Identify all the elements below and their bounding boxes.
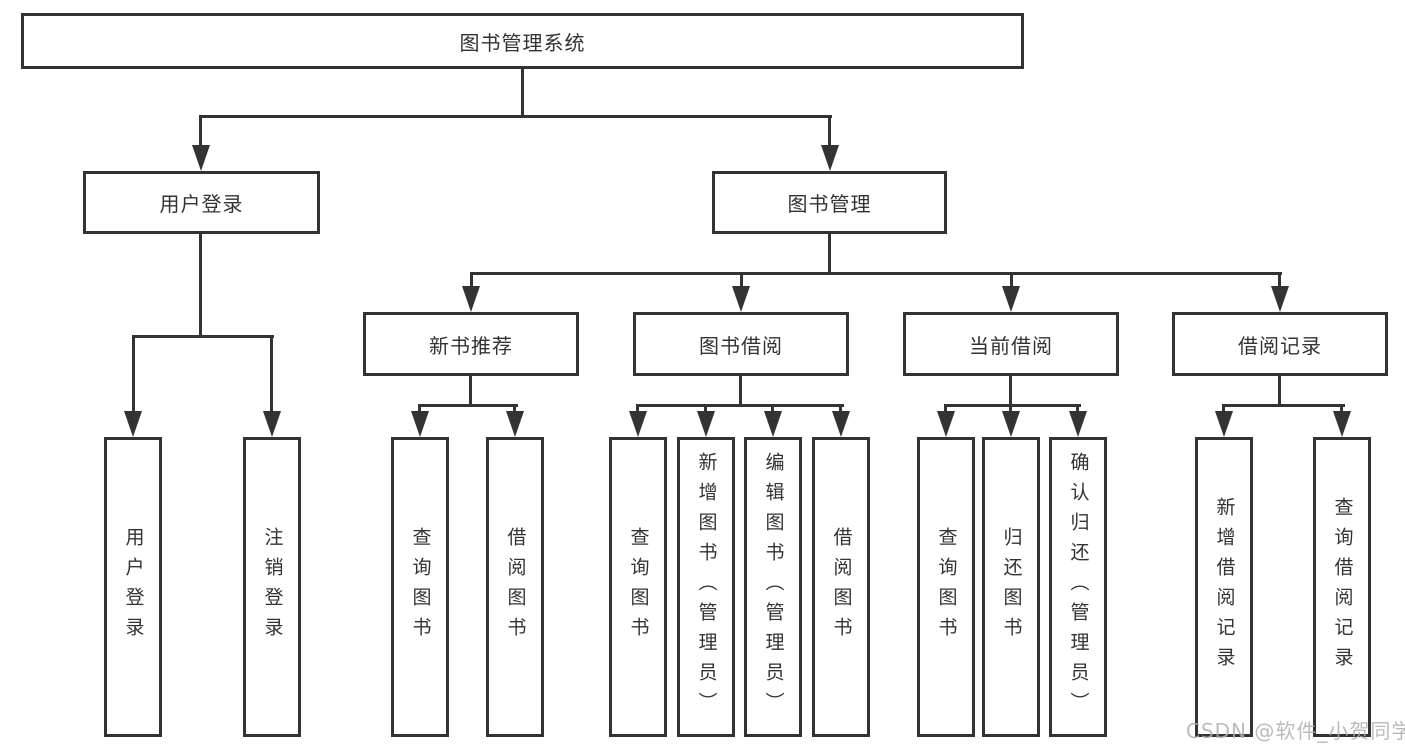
connector-stem [839,404,842,415]
node-leaf-add-borrow-record: 新增借阅记录 [1195,437,1253,737]
node-user-login: 用户登录 [83,171,320,234]
arrowhead-down-icon [124,411,142,437]
arrowhead-down-icon [764,411,782,437]
arrowhead-down-icon [832,411,850,437]
connector-borrow-feed [739,376,742,407]
node-leaf-borrow-books-label: 借阅图书 [830,527,853,647]
node-leaf-borrow-books-recommend: 借阅图书 [486,437,544,737]
node-leaf-borrow-books: 借阅图书 [812,437,870,737]
node-leaf-edit-books-admin-label: 编辑图书（管理员） [762,452,785,722]
node-leaf-add-borrow-record-label: 新增借阅记录 [1213,497,1236,677]
node-leaf-logout: 注销登录 [243,437,301,737]
arrowhead-down-icon [192,145,210,171]
node-leaf-query-borrow-record: 查询借阅记录 [1313,437,1371,737]
csdn-watermark: CSDN @软件_小贺同学 [1186,719,1405,743]
arrowhead-down-icon [629,411,647,437]
arrowhead-down-icon [1069,411,1087,437]
connector-user-feed [199,234,202,338]
connector-records-branch [1222,404,1345,407]
connector-stem [513,404,516,415]
connector-stem [704,404,707,415]
connector-level2-branch [199,115,832,118]
arrowhead-down-icon [1002,411,1020,437]
node-leaf-confirm-return-admin: 确认归还（管理员） [1049,437,1107,737]
connector-stem [944,404,947,415]
node-new-book-recommend: 新书推荐 [363,312,579,376]
connector-stem [132,335,135,415]
node-root: 图书管理系统 [21,13,1024,69]
node-leaf-edit-books-admin: 编辑图书（管理员） [744,437,802,737]
node-leaf-query-books-recommend-label: 查询图书 [409,527,432,647]
arrowhead-down-icon [1271,286,1289,312]
arrowhead-down-icon [697,411,715,437]
node-leaf-return-books-label: 归还图书 [1000,527,1023,647]
connector-level3-branch [470,272,1282,275]
node-leaf-return-books: 归还图书 [982,437,1040,737]
node-leaf-query-borrow-record-label: 查询借阅记录 [1331,497,1354,677]
connector-stem [1278,272,1281,290]
arrowhead-down-icon [1333,411,1351,437]
connector-stem [771,404,774,415]
node-leaf-user-login-label: 用户登录 [122,527,145,647]
connector-current-branch [944,404,1081,407]
connector-root-feed [521,69,524,118]
connector-recommend-feed [469,376,472,407]
arrowhead-down-icon [506,411,524,437]
node-current-borrow: 当前借阅 [903,312,1119,376]
arrowhead-down-icon [263,411,281,437]
connector-stem [1222,404,1225,415]
connector-borrow-branch [636,404,844,407]
connector-current-feed [1009,376,1012,407]
connector-stem [828,115,831,147]
node-leaf-add-books-admin-label: 新增图书（管理员） [695,452,718,722]
arrowhead-down-icon [1215,411,1233,437]
arrowhead-down-icon [937,411,955,437]
connector-records-feed [1278,376,1281,407]
node-leaf-logout-label: 注销登录 [261,527,284,647]
node-leaf-query-books-current-label: 查询图书 [935,527,958,647]
node-leaf-user-login: 用户登录 [104,437,162,737]
node-leaf-borrow-books-recommend-label: 借阅图书 [504,527,527,647]
connector-stem [636,404,639,415]
connector-stem [1076,404,1079,415]
connector-stem [470,272,473,290]
node-leaf-add-books-admin: 新增图书（管理员） [677,437,735,737]
node-leaf-confirm-return-admin-label: 确认归还（管理员） [1067,452,1090,722]
arrowhead-down-icon [821,145,839,171]
arrowhead-down-icon [411,411,429,437]
connector-mgmt-feed [828,234,831,275]
node-leaf-query-books-borrow-label: 查询图书 [627,527,650,647]
node-leaf-query-books-current: 查询图书 [917,437,975,737]
arrowhead-down-icon [462,286,480,312]
node-borrow-records: 借阅记录 [1172,312,1388,376]
connector-recommend-branch [418,404,518,407]
connector-user-branch [132,335,274,338]
node-book-management: 图书管理 [712,171,947,234]
connector-stem [199,115,202,147]
connector-stem [1340,404,1343,415]
connector-stem [1010,272,1013,290]
connector-stem [740,272,743,290]
arrowhead-down-icon [1002,286,1020,312]
node-book-borrow: 图书借阅 [633,312,849,376]
arrowhead-down-icon [732,286,750,312]
connector-stem [270,335,273,415]
node-leaf-query-books-recommend: 查询图书 [391,437,449,737]
connector-stem [1009,404,1012,415]
connector-stem [418,404,421,415]
node-leaf-query-books-borrow: 查询图书 [609,437,667,737]
